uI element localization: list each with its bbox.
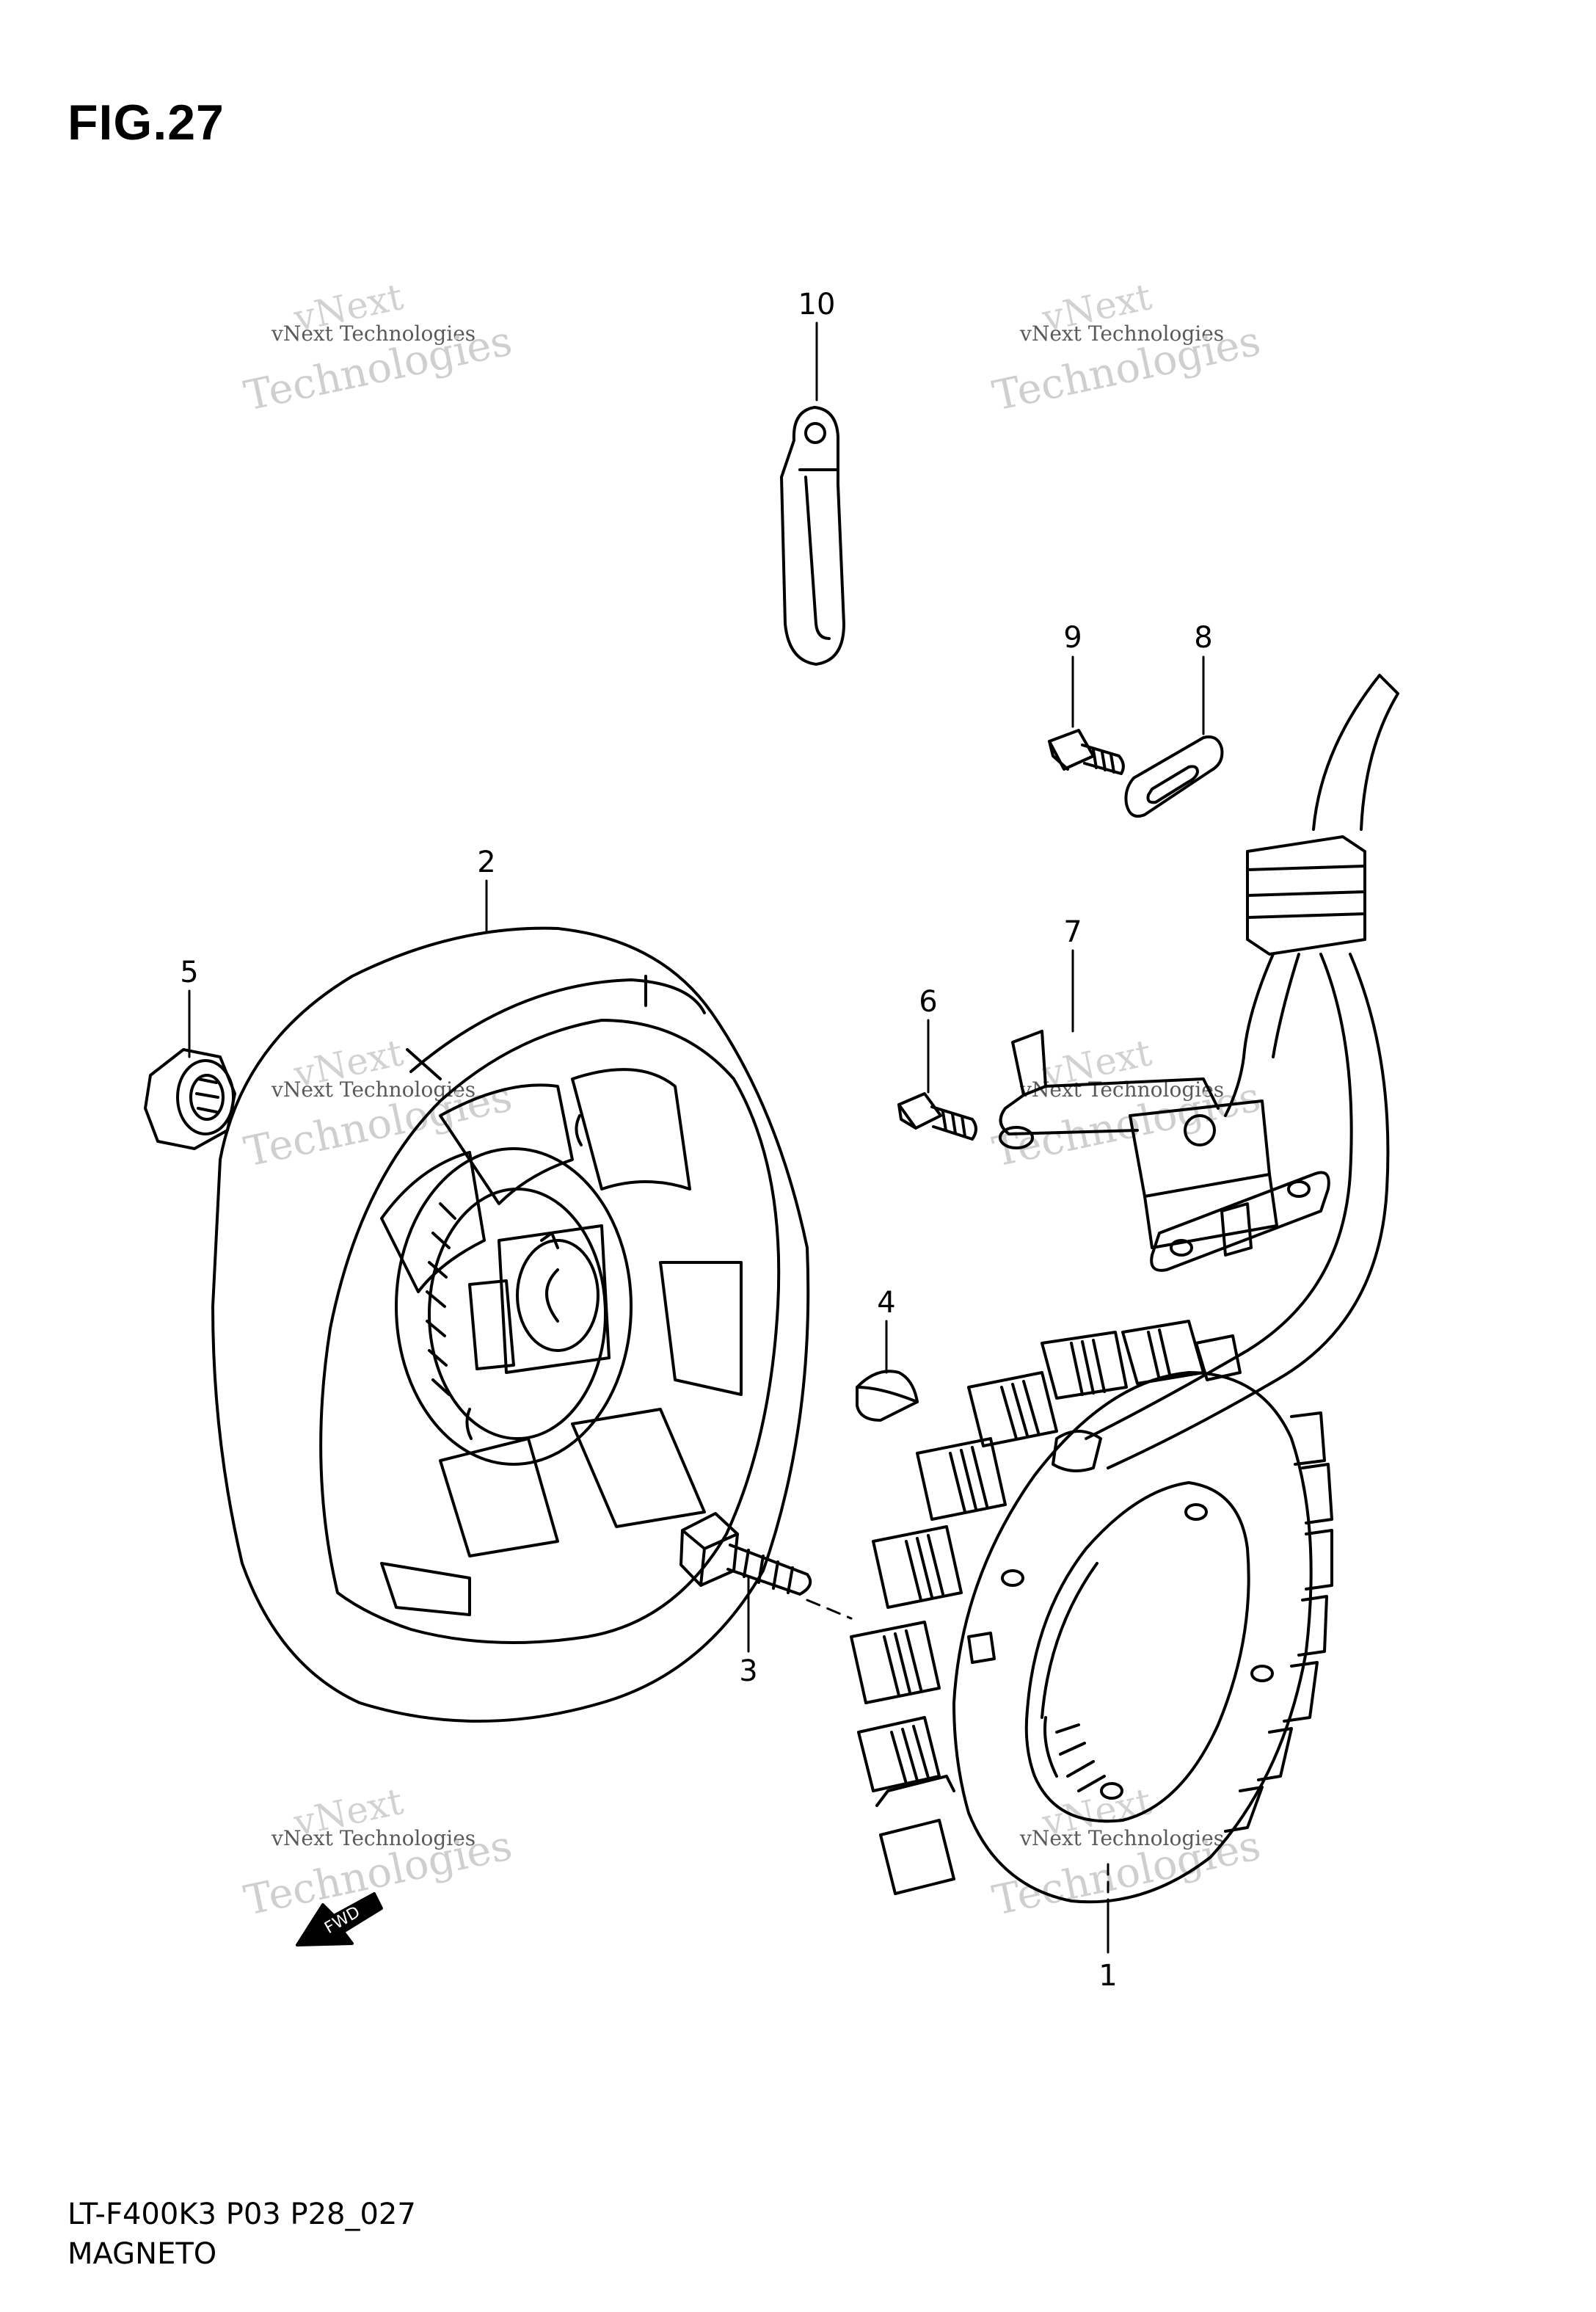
part-3-bolt[interactable] [679, 1512, 812, 1596]
part-6-screw[interactable] [897, 1092, 977, 1141]
model-code: LT-F400K3 P03 P28_027 [68, 2198, 416, 2231]
ref-1: 1 [1098, 1959, 1117, 1993]
reference-numbers: 10 9 8 2 5 6 7 4 3 1 [180, 288, 1212, 1993]
wire-harness[interactable] [1085, 674, 1399, 1469]
ref-5: 5 [180, 956, 198, 989]
part-8-clamp-plate[interactable] [1124, 735, 1224, 818]
part-10-clamp[interactable] [780, 406, 845, 666]
part-5-nut[interactable] [144, 1048, 236, 1150]
ref-7: 7 [1063, 915, 1082, 949]
part-7-pickup-coil[interactable] [999, 1030, 1330, 1272]
ref-6: 6 [919, 985, 937, 1019]
figure-title: FIG.27 [68, 95, 225, 150]
ref-8: 8 [1194, 621, 1212, 655]
ref-10: 10 [798, 288, 836, 321]
ref-9: 9 [1063, 621, 1082, 655]
figure-name: MAGNETO [68, 2237, 217, 2271]
part-4-key[interactable] [856, 1370, 919, 1422]
part-2-rotor[interactable] [211, 926, 810, 1723]
leader-lines [188, 321, 1205, 1954]
front-direction-arrow: FWD [296, 1892, 383, 1946]
ref-4: 4 [877, 1286, 895, 1320]
ref-2: 2 [477, 846, 495, 879]
part-9-screw[interactable] [1048, 729, 1125, 775]
ref-3: 3 [739, 1654, 757, 1688]
part-1-stator[interactable] [850, 1320, 1333, 1904]
